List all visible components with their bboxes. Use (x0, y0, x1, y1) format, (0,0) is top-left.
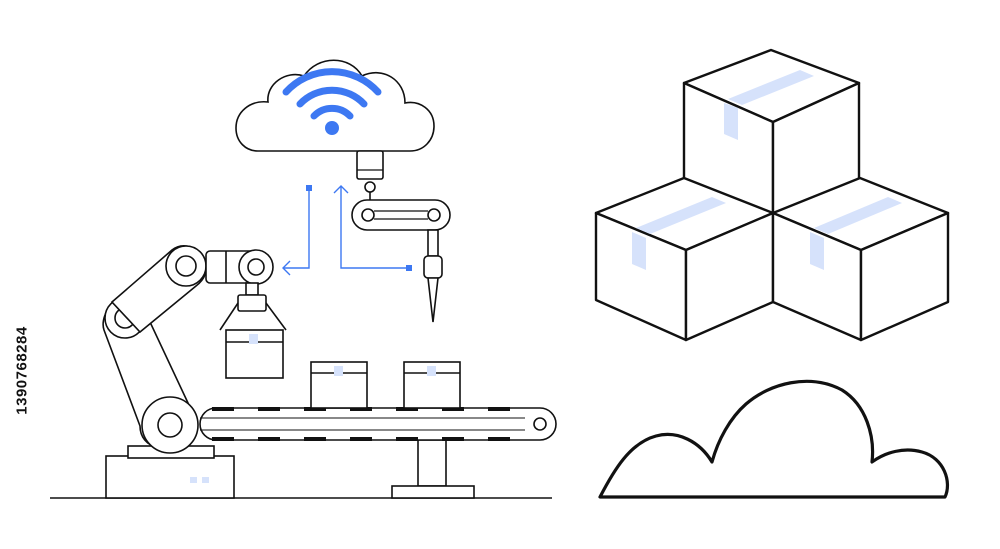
wifi-cloud-icon (235, 59, 435, 152)
conveyor-foot (391, 485, 475, 499)
arrow-head-up (333, 185, 349, 194)
stock-id-watermark: 1390768284 (2, 300, 42, 440)
conveyor-belt-icon (199, 361, 557, 499)
wifi-dot (325, 121, 339, 135)
robotic-arm-icon (102, 245, 287, 499)
drill-bit (427, 277, 439, 323)
right-box (771, 176, 950, 342)
robot-base-plate (105, 455, 235, 499)
robot-gripper (237, 294, 267, 312)
arrow-to-cloud (340, 186, 409, 269)
stacked-boxes-icon (594, 48, 950, 342)
left-box (594, 176, 775, 342)
wifi-arc-middle (296, 86, 368, 108)
arrow-start-square (306, 185, 312, 191)
wifi-arc-inner (310, 104, 354, 120)
cloud-outline-icon (598, 379, 950, 499)
conveyor-leg (417, 439, 447, 487)
stock-id-text: 1390768284 (13, 325, 31, 415)
arrow-to-robot-arm (283, 188, 310, 269)
arrow-end-square (406, 265, 412, 271)
arrow-head-left (282, 260, 291, 276)
gantry-mount (356, 150, 384, 180)
conveyor-slats (212, 407, 510, 441)
wifi-arc-outer (282, 68, 382, 96)
drill-neck (427, 229, 439, 257)
drill-head (423, 255, 443, 279)
data-flow-arrows (282, 185, 412, 276)
conveyor-belt (199, 407, 557, 441)
overhead-gantry-arm-icon (351, 150, 451, 323)
gantry-track (351, 199, 451, 231)
